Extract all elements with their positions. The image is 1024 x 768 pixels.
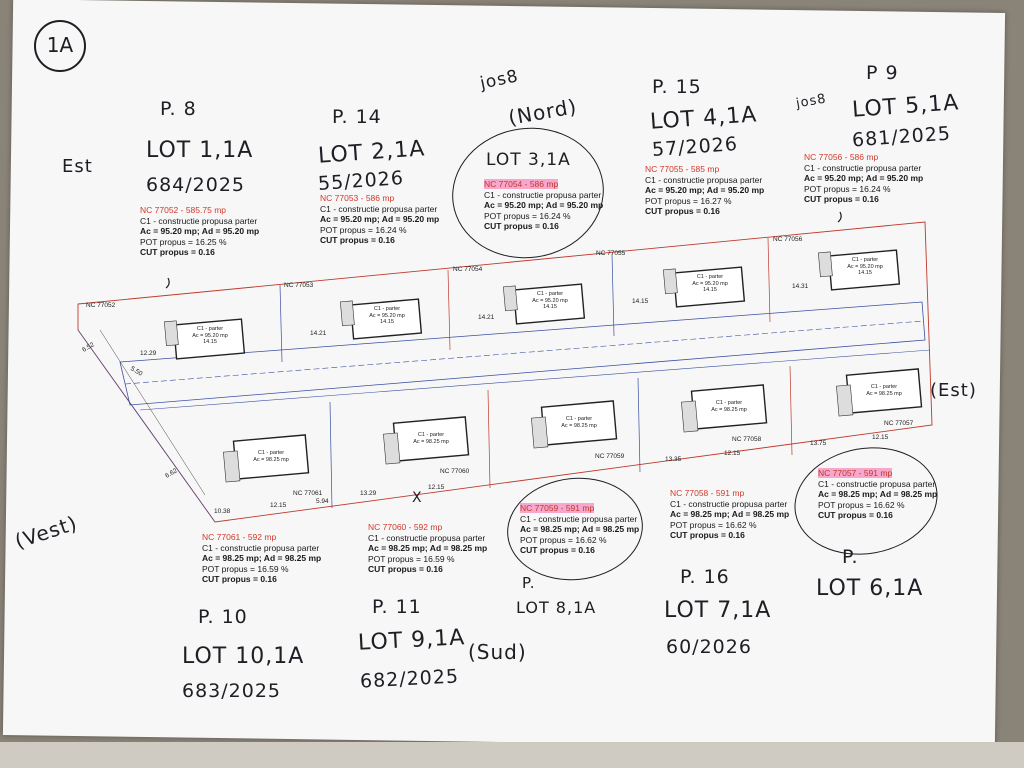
hw-x-mark: X	[412, 490, 423, 506]
house-top-5	[818, 249, 901, 291]
parcel-id: NC 77052	[86, 302, 116, 309]
hw-lot: LOT 10,1A	[182, 644, 305, 669]
hw-est: (Est)	[930, 380, 977, 401]
parcel-id: NC 77059	[595, 453, 625, 460]
parcel-id: NC 77056	[773, 236, 803, 243]
diagonal-line	[99, 329, 206, 496]
house-bottom-3	[531, 400, 618, 449]
house-top-1	[164, 318, 246, 360]
parcel-id: NC 77055	[596, 250, 626, 257]
road-dashed-line	[124, 320, 924, 385]
parcel-id: NC 77058	[732, 436, 762, 443]
dimension: 14.31	[792, 283, 809, 290]
house-bottom-4	[681, 384, 768, 433]
house-bottom-1	[223, 434, 310, 483]
dimension: 12.15	[872, 434, 889, 441]
parcel-divider	[329, 401, 333, 509]
diagonal-line	[77, 329, 216, 523]
house-bottom-2	[383, 416, 470, 465]
hw-note: Est	[62, 156, 93, 177]
hw-lot: LOT 1,1A	[146, 138, 254, 163]
hw-lot: LOT 7,1A	[664, 598, 772, 623]
parcel-id: NC 77053	[284, 282, 314, 289]
site-boundary	[77, 221, 933, 523]
dimension: 13.35	[665, 456, 682, 463]
house-top-3	[503, 283, 586, 325]
hw-p: P. 11	[372, 596, 422, 618]
hw-nr: 683/2025	[182, 680, 282, 702]
hw-lot: LOT 3,1A	[486, 150, 571, 170]
hw-nr: 684/2025	[146, 174, 246, 196]
arrow-mark	[837, 211, 842, 223]
dimension: 14.21	[310, 330, 327, 337]
dimension: 13.75	[810, 440, 827, 447]
dimension: 13.29	[360, 490, 377, 497]
dimension: 12.15	[428, 484, 445, 491]
parcel-id: NC 77060	[440, 468, 470, 475]
road-strip	[119, 301, 926, 406]
hw-p: P. 8	[160, 98, 197, 120]
parcel-id: NC 77057	[884, 420, 914, 427]
parcel-divider	[447, 269, 451, 351]
hw-sud: (Sud)	[468, 640, 527, 664]
table-surface	[0, 742, 1024, 768]
parcel-id: NC 77054	[453, 266, 483, 273]
dimension: 12.29	[140, 350, 157, 357]
parcel-divider	[611, 253, 615, 337]
parcel-divider	[637, 377, 641, 473]
house-top-4	[663, 266, 746, 308]
dimension: 14.21	[478, 314, 495, 321]
road-axis	[139, 349, 931, 411]
parcel-divider	[279, 284, 283, 363]
hw-p: P 9	[866, 62, 899, 84]
parcel-id: NC 77061	[293, 490, 323, 497]
house-top-2	[340, 298, 423, 340]
dimension: 10.38	[214, 508, 231, 515]
hw-nr: 60/2026	[666, 636, 752, 658]
parcel-divider	[767, 237, 771, 323]
parcel-divider	[487, 389, 491, 489]
parcel-divider	[789, 365, 793, 456]
hw-lot: LOT 8,1A	[516, 598, 597, 617]
corner-tag: 1A	[34, 20, 86, 72]
dimension: 14.15	[632, 298, 649, 305]
arrow-mark	[165, 277, 170, 289]
house-bottom-5	[836, 368, 923, 417]
hw-p: P. 15	[652, 76, 702, 98]
hw-p: P. 14	[332, 106, 382, 128]
hw-lot: LOT 6,1A	[816, 576, 924, 601]
dimension: 12.15	[724, 450, 741, 457]
hw-p: P. 16	[680, 566, 730, 588]
hw-p: P. 10	[198, 606, 248, 628]
dimension: 5.94	[316, 498, 329, 505]
dimension: 12.15	[270, 502, 287, 509]
hw-p: P.	[842, 546, 859, 568]
hw-p: P.	[522, 574, 536, 592]
